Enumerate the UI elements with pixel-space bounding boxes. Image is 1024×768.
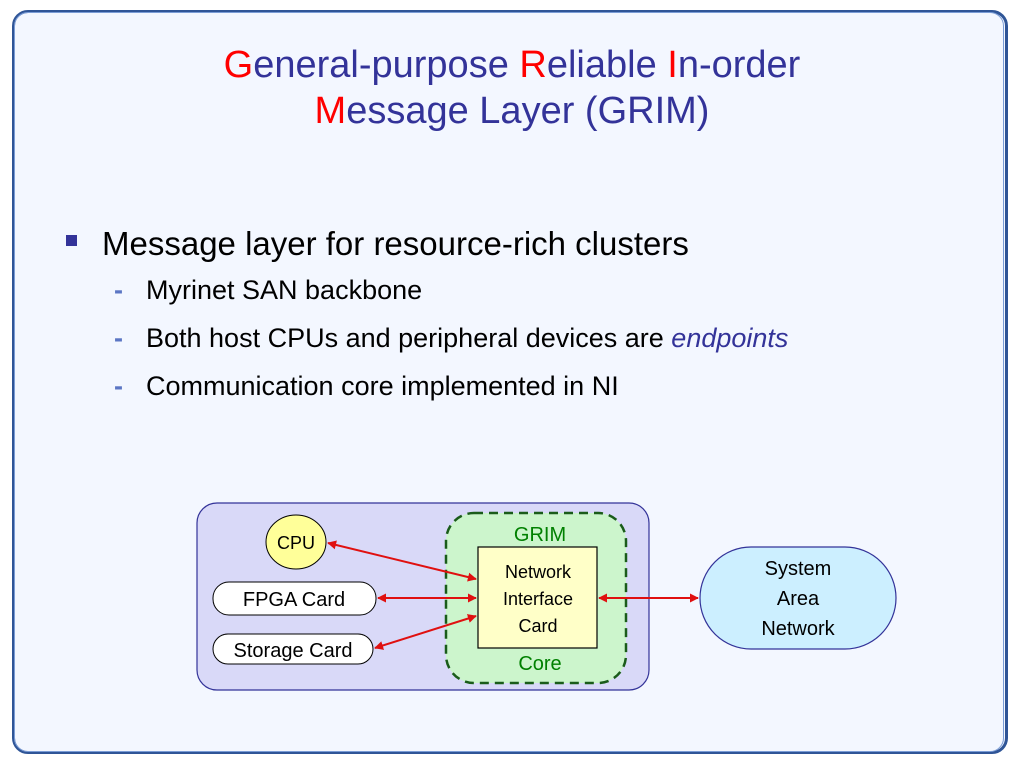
network-interface-card-box (477, 546, 598, 649)
title-line-1: General-purpose Reliable In-order (0, 42, 1024, 88)
title-letter-i: I (667, 44, 678, 86)
dash-bullet-icon: - (114, 275, 123, 305)
sub-bullet-3: - Communication core implemented in NI (60, 362, 1000, 410)
bullet-list: Message layer for resource-rich clusters… (60, 222, 1000, 410)
storage-nic-arrow (374, 614, 477, 650)
cpu-label: CPU (277, 533, 315, 553)
title-letter-m: M (314, 90, 347, 132)
core-label: Core (518, 653, 561, 675)
sub-bullet-2-text: Both host CPUs and peripheral devices ar… (146, 323, 672, 353)
cpu-nic-arrow (327, 540, 477, 582)
sub-bullet-1: - Myrinet SAN backbone (60, 266, 1000, 314)
title-word-n-order: n-order (677, 44, 801, 86)
system-area-network-node (699, 546, 897, 650)
san-label-line-3: Network (761, 618, 835, 640)
nic-label-line-1: Network (505, 562, 572, 582)
grim-label: GRIM (514, 524, 566, 546)
title-word-essage-layer: essage Layer (GRIM) (346, 90, 710, 132)
nic-label-line-2: Interface (503, 589, 573, 609)
san-label-line-2: Area (777, 588, 820, 610)
sub-bullet-1-text: Myrinet SAN backbone (146, 275, 423, 305)
storage-card-node (212, 633, 374, 665)
storage-card-label: Storage Card (234, 640, 353, 662)
sub-bullet-2: - Both host CPUs and peripheral devices … (60, 314, 1000, 362)
nic-label-line-3: Card (518, 616, 557, 636)
square-bullet-icon (66, 235, 77, 246)
bullet-main: Message layer for resource-rich clusters (60, 222, 1000, 266)
bullet-main-text: Message layer for resource-rich clusters (102, 225, 689, 262)
sub-bullet-3-text: Communication core implemented in NI (146, 371, 619, 401)
cpu-node (265, 514, 327, 570)
dash-bullet-icon: - (114, 371, 123, 401)
title-line-2: Message Layer (GRIM) (0, 88, 1024, 134)
sub-bullet-2-emphasis: endpoints (671, 323, 789, 353)
title-letter-g: G (223, 44, 254, 86)
slide-title: General-purpose Reliable In-order Messag… (0, 42, 1024, 134)
title-word-eneral: eneral-purpose (253, 44, 520, 86)
title-letter-r: R (519, 44, 547, 86)
fpga-card-node (212, 581, 377, 616)
title-word-eliable: eliable (546, 44, 668, 86)
dash-bullet-icon: - (114, 323, 123, 353)
fpga-card-label: FPGA Card (243, 589, 345, 611)
san-label-line-1: System (765, 558, 832, 580)
